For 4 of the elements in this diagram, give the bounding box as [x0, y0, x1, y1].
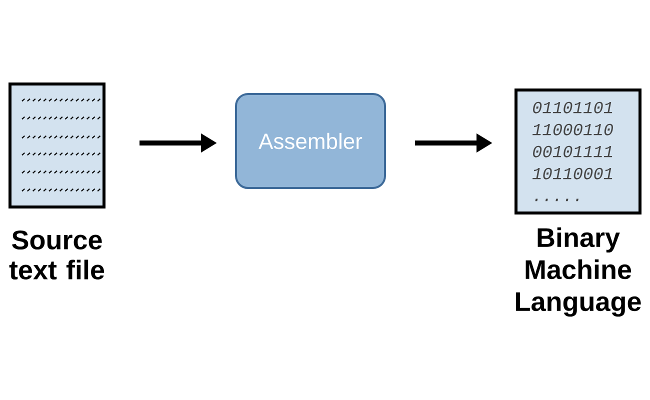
- binary-file-box: 01101101 11000110 00101111 10110001 .....: [514, 88, 642, 214]
- process-box: Assembler: [235, 93, 386, 189]
- file-caption: Source text file: [9, 230, 104, 280]
- file-caption: Binary Machine Language: [516, 227, 641, 317]
